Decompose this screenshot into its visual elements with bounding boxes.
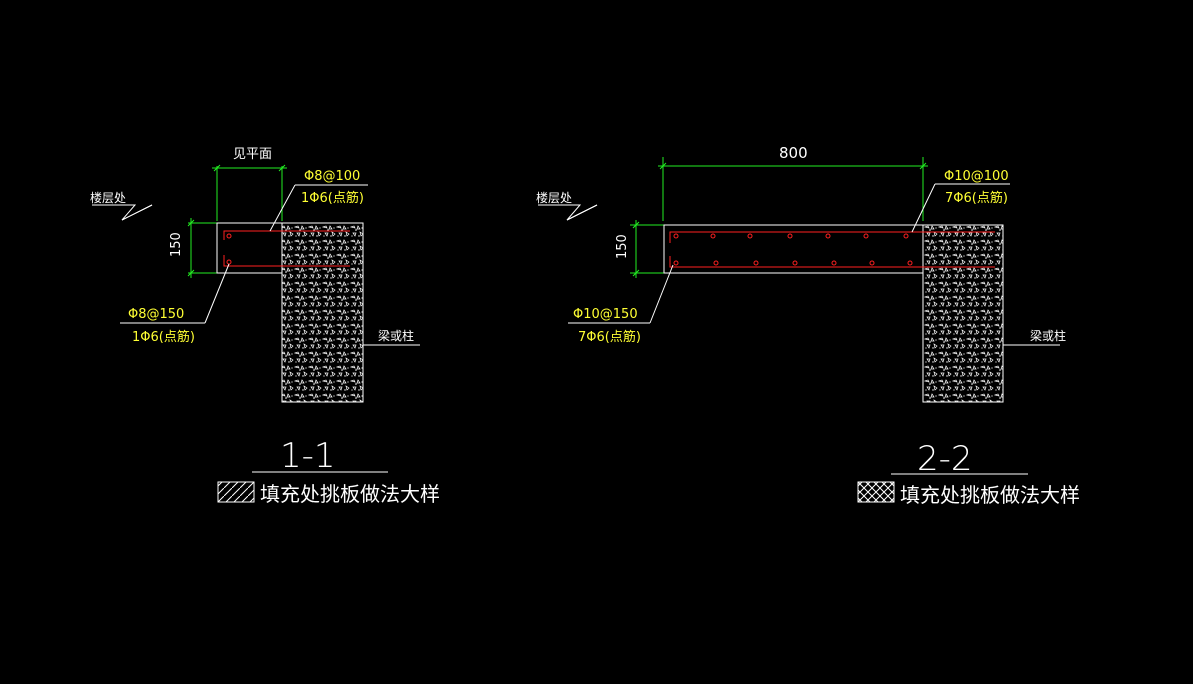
dimension-side-text: 150 — [169, 232, 184, 257]
support-column — [281, 222, 364, 403]
hatch-legend-cross — [857, 481, 895, 503]
distribution-bar-dot — [792, 260, 798, 266]
dimension-side: 150 — [169, 218, 218, 278]
support-column — [922, 224, 1004, 403]
support-label: 梁或柱 — [1030, 328, 1066, 343]
caption: 填充处挑板做法大样 — [900, 483, 1080, 507]
dimension-top: 800 — [658, 144, 928, 221]
top-dist-text: 1Φ6(点筋) — [301, 190, 364, 206]
bottom-dist-text: 1Φ6(点筋) — [132, 329, 195, 345]
rebar — [669, 231, 995, 268]
distribution-bar-dot — [710, 233, 716, 239]
distribution-bar-dot — [673, 233, 679, 239]
bottom-bar-text: Φ10@150 — [573, 307, 638, 322]
top-bar-text: Φ10@100 — [944, 169, 1009, 184]
detail-1: 楼层处 见平面 150 — [90, 147, 440, 506]
rebar — [223, 230, 350, 267]
top-rebar-annotation: Φ8@100 1Φ6(点筋) — [269, 169, 368, 232]
distribution-bar-dot — [831, 260, 837, 266]
caption: 填充处挑板做法大样 — [260, 482, 440, 506]
level-label: 楼层处 — [90, 190, 126, 205]
distribution-bar-dot — [753, 260, 759, 266]
distribution-bar-dot — [673, 260, 679, 266]
hatch-legend-single — [217, 481, 255, 503]
dimension-side: 150 — [615, 220, 664, 278]
level-label: 楼层处 — [536, 190, 572, 205]
distribution-bar-dot — [713, 260, 719, 266]
section-title: 2-2 填充处挑板做法大样 — [857, 439, 1080, 507]
section-number: 2-2 — [917, 439, 973, 479]
top-rebar-annotation: Φ10@100 7Φ6(点筋) — [911, 169, 1010, 233]
section-title: 1-1 填充处挑板做法大样 — [217, 436, 440, 506]
distribution-bar-dot — [863, 233, 869, 239]
distribution-bar-dot — [825, 233, 831, 239]
dimension-side-text: 150 — [615, 234, 630, 259]
distribution-bar-dot — [747, 233, 753, 239]
top-dist-text: 7Φ6(点筋) — [945, 190, 1008, 206]
section-number: 1-1 — [280, 436, 336, 476]
bottom-bar-text: Φ8@150 — [128, 307, 184, 322]
bottom-rebar-annotation: Φ8@150 1Φ6(点筋) — [120, 263, 230, 345]
distribution-bar-dot — [787, 233, 793, 239]
dimension-top: 见平面 — [212, 147, 287, 221]
top-bar-text: Φ8@100 — [304, 169, 360, 184]
distribution-bar-dot — [869, 260, 875, 266]
support-annotation: 梁或柱 — [1003, 328, 1066, 346]
dimension-top-text: 800 — [779, 144, 808, 162]
detail-2: 楼层处 800 150 Φ10 — [536, 144, 1080, 507]
distribution-bar-dot — [903, 233, 909, 239]
dimension-top-text: 见平面 — [233, 147, 272, 162]
distribution-bar-dot — [907, 260, 913, 266]
level-marker: 楼层处 — [90, 190, 153, 221]
level-marker: 楼层处 — [536, 190, 598, 221]
bottom-dist-text: 7Φ6(点筋) — [578, 329, 641, 345]
bottom-rebar-annotation: Φ10@150 7Φ6(点筋) — [568, 264, 674, 345]
support-annotation: 梁或柱 — [363, 328, 420, 346]
support-label: 梁或柱 — [378, 328, 414, 343]
